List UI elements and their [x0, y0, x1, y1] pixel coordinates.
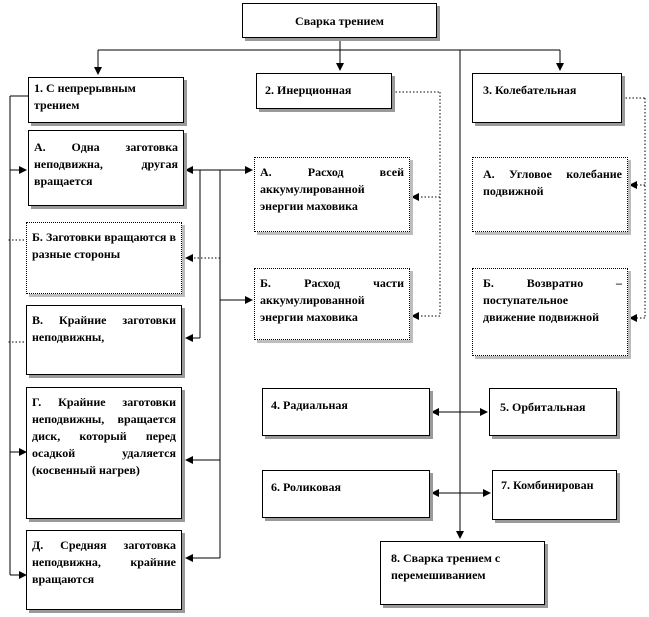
continuous-v: В. Крайние заготовки неподвижны, — [26, 305, 182, 375]
continuous-d: Д. Средняя заготовка неподвижна, крайние… — [26, 530, 182, 610]
type-stir: 8. Сварка трением с перемешиванием — [380, 541, 545, 605]
type-combined: 7. Комбинирован — [492, 470, 617, 520]
category-oscillatory: 3. Колебательная — [472, 73, 622, 123]
type-roller: 6. Роликовая — [262, 470, 430, 518]
oscillatory-a: А. Угловое колебание подвижной — [472, 157, 628, 232]
category-continuous: 1. С непрерывным трением — [28, 77, 184, 123]
oscillatory-b: Б. Возвратно – поступательное движение п… — [472, 268, 628, 356]
inertial-a: А. Расход всей аккумулированной энергии … — [254, 157, 410, 232]
type-orbital: 5. Орбитальная — [489, 388, 617, 436]
inertial-b: Б. Расход части аккумулированной энергии… — [254, 268, 410, 340]
root-node: Сварка трением — [242, 3, 437, 38]
continuous-g: Г. Крайние заготовки неподвижны, вращает… — [26, 387, 182, 519]
continuous-a: А. Одна заготовка неподвижна, другая вра… — [28, 130, 184, 206]
continuous-b: Б. Заготовки вращаются в разные стороны — [26, 222, 182, 294]
type-radial: 4. Радиальная — [262, 388, 430, 436]
category-inertial: 2. Инерционная — [256, 73, 392, 109]
